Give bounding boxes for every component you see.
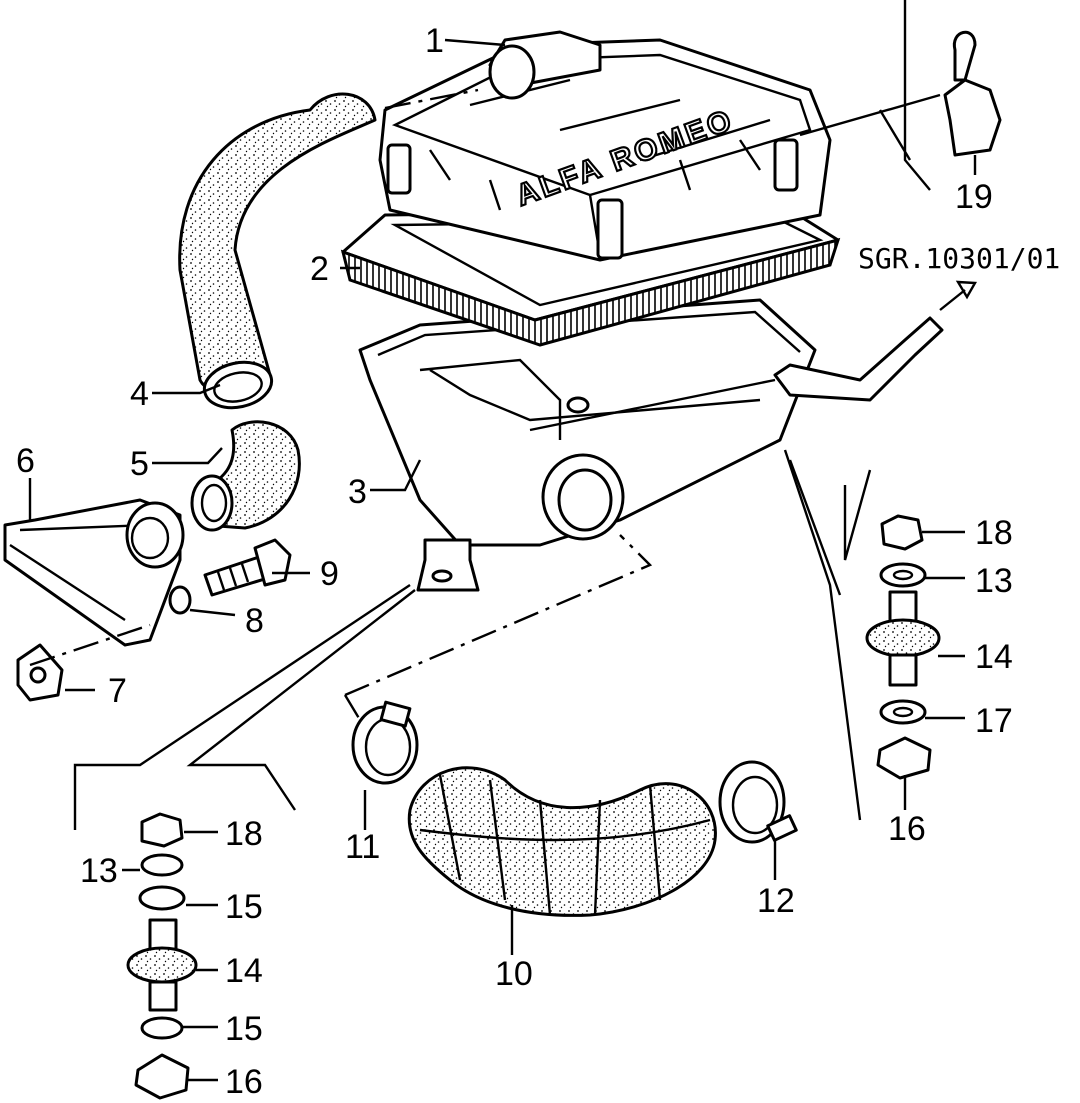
- air-intake-hose: [178, 92, 377, 410]
- label-right-17: 17: [975, 702, 1013, 740]
- label-part-4: 4: [130, 375, 149, 413]
- elbow-hose: [190, 420, 301, 532]
- label-right-13: 13: [975, 562, 1013, 600]
- mount-stack-left: [126, 812, 198, 1100]
- label-left-18: 18: [225, 815, 263, 853]
- leader-lines: [28, 38, 977, 1082]
- label-left-16: 16: [225, 1063, 263, 1101]
- mount-stack-right: [865, 514, 941, 780]
- clip-nut: [16, 643, 64, 702]
- assembly-guide-lines: [29, 0, 941, 830]
- label-left-15a: 15: [225, 888, 263, 926]
- spring-clip: [943, 30, 1002, 157]
- label-left-14: 14: [225, 952, 263, 990]
- label-part-6: 6: [16, 442, 35, 480]
- hose-clamp-right: [718, 760, 798, 844]
- hose-clamp-left: [351, 700, 419, 785]
- label-right-14: 14: [975, 638, 1013, 676]
- label-part-19: 19: [955, 178, 993, 216]
- label-part-7: 7: [108, 672, 127, 710]
- label-right-16: 16: [888, 810, 926, 848]
- label-part-10: 10: [495, 955, 533, 993]
- label-left-15b: 15: [225, 1010, 263, 1048]
- label-left-13: 13: [80, 852, 118, 890]
- label-part-3: 3: [348, 473, 367, 511]
- label-part-9: 9: [320, 555, 339, 593]
- label-part-5: 5: [130, 445, 149, 483]
- reference-code: SGR.10301/01: [858, 242, 1060, 275]
- label-part-8: 8: [245, 602, 264, 640]
- filter-housing-cover: ALFA ROMEO: [378, 30, 832, 262]
- filter-housing-base: [358, 280, 978, 592]
- label-right-18: 18: [975, 514, 1013, 552]
- label-part-1: 1: [425, 22, 444, 60]
- intake-funnel: [3, 498, 185, 647]
- label-part-12: 12: [757, 882, 795, 920]
- bolt-and-washer: [168, 538, 292, 615]
- label-part-2: 2: [310, 250, 329, 288]
- corrugated-duct: [407, 766, 717, 917]
- label-part-11: 11: [345, 828, 380, 866]
